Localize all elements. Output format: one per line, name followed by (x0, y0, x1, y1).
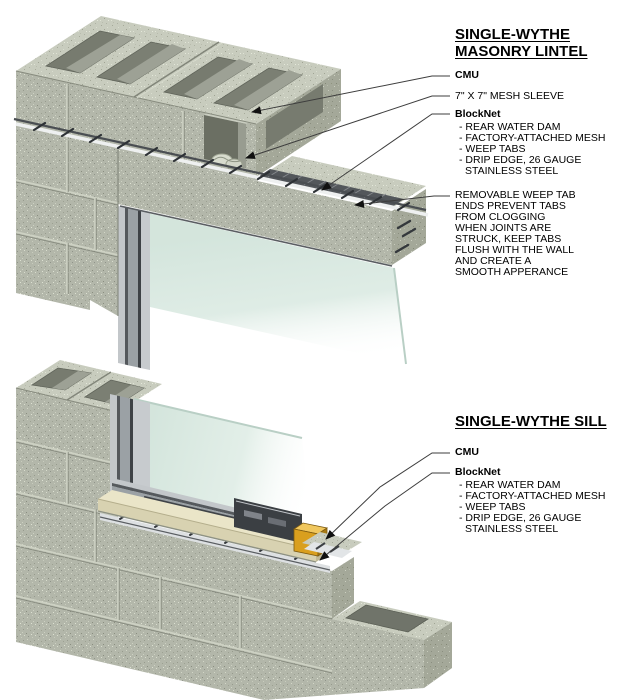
end-block-core (344, 604, 430, 633)
sill-cmu-flashing (302, 532, 362, 558)
lintel-leaders (245, 75, 450, 208)
sill-label-cmu: CMU (455, 446, 479, 458)
window-head-line (119, 205, 393, 267)
note-line: FLUSH WITH THE WALL (455, 244, 575, 256)
blocknet-item: - REAR WATER DAM (459, 121, 561, 133)
blocknet-item: - REAR WATER DAM (459, 479, 561, 491)
glass-panel (120, 207, 406, 364)
blocknet-item: - FACTORY-ATTACHED MESH (459, 490, 606, 502)
lintel-face (118, 150, 392, 265)
sill-blocknet-list: - REAR WATER DAM - FACTORY-ATTACHED MESH… (459, 480, 605, 535)
sill-profile-cut (234, 498, 302, 543)
pier-cores (30, 367, 145, 406)
note-line: ENDS PREVENT TABS (455, 200, 566, 212)
lintel-title-line2: MASONRY LINTEL (455, 43, 588, 60)
weep-tab-ends (394, 219, 417, 254)
weep-tab-note: REMOVABLE WEEP TAB ENDS PREVENT TABS FRO… (455, 190, 576, 278)
cmu-cores (44, 30, 304, 111)
lintel-title-line1: SINGLE-WYTHE (455, 26, 570, 43)
note-line: REMOVABLE WEEP TAB (455, 189, 576, 201)
leader-sill-cmu (325, 452, 450, 540)
note-line: STRUCK, KEEP TABS (455, 233, 562, 245)
lintel-label-blocknet: BlockNet (455, 108, 501, 120)
leader-mesh-sleeve (245, 95, 450, 159)
leader-cmu (251, 75, 450, 115)
drip-edge-strip (15, 122, 429, 217)
top-arris (15, 70, 257, 125)
blocknet-item-continuation: STAINLESS STEEL (465, 165, 559, 177)
blocknet-item: - WEEP TABS (459, 501, 526, 513)
sill-jamb-frame (110, 394, 150, 500)
course-end-face (332, 557, 354, 619)
note-line: SMOOTH APPERANCE (455, 266, 569, 278)
sill-label-blocknet: BlockNet (455, 466, 501, 478)
leader-sill-blocknet (319, 472, 450, 561)
blocknet-item: - DRIP EDGE, 26 GAUGE (459, 154, 582, 166)
cmu-wall-face-upper (16, 71, 258, 181)
top-surface-joint (133, 41, 223, 99)
cut-block-core-wall (238, 122, 246, 168)
sill-flashing-line (99, 516, 331, 571)
sill-glass-top-edge (133, 398, 303, 439)
cut-block-core (204, 115, 246, 168)
sill-diagram (15, 360, 452, 700)
note-line: WHEN JOINTS ARE (455, 222, 552, 234)
blocknet-item-continuation: STAINLESS STEEL (465, 523, 559, 535)
lintel-diagram (13, 16, 450, 370)
leader-weep-note (354, 195, 450, 208)
blocknet-item: - WEEP TABS (459, 143, 526, 155)
note-line: FROM CLOGGING (455, 211, 546, 223)
lintel-label-cmu: CMU (455, 69, 479, 81)
flashing-dark-line (13, 117, 427, 212)
sill-title: SINGLE-WYTHE SILL (455, 413, 607, 430)
end-block-end-face (424, 622, 452, 688)
note-line: AND CREATE A (455, 255, 532, 267)
mortar-joints-pier (15, 140, 119, 294)
blocknet-item: - DRIP EDGE, 26 GAUGE (459, 512, 582, 524)
leader-blocknet (321, 113, 450, 191)
sill-leaders (319, 452, 450, 561)
window-jamb-frame (118, 206, 150, 370)
cmu-pier-face (16, 128, 118, 316)
glass-edge (393, 267, 407, 365)
lintel-blocknet-list: - REAR WATER DAM - FACTORY-ATTACHED MESH… (459, 122, 605, 177)
lintel-label-mesh-sleeve: 7" X 7" MESH SLEEVE (455, 90, 564, 102)
blocknet-item: - FACTORY-ATTACHED MESH (459, 132, 606, 144)
